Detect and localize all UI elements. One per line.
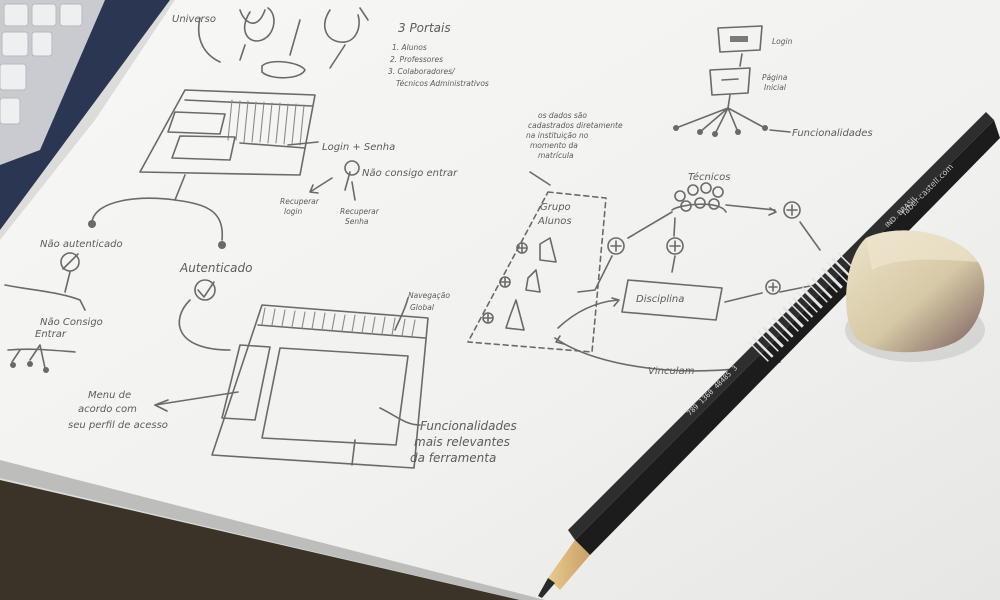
label-3-portais: 3 Portais bbox=[398, 21, 451, 35]
label-nao-autenticado: Não autenticado bbox=[40, 239, 123, 250]
label-pagina-inicial-2: Inicial bbox=[764, 83, 787, 92]
label-nao-consigo-2: Entrar bbox=[35, 329, 67, 340]
label-login-top: Login bbox=[772, 37, 793, 46]
label-dados-note-2: cadastrados diretamente bbox=[528, 121, 623, 130]
label-menu-1: Menu de bbox=[88, 390, 131, 401]
label-dados-note-5: matrícula bbox=[538, 151, 574, 160]
label-recuperar-senha-1: Recuperar bbox=[340, 207, 380, 216]
label-menu-2: acordo com bbox=[78, 404, 137, 415]
label-funcionalidades-2: mais relevantes bbox=[414, 435, 510, 449]
label-grupo: Grupo bbox=[540, 202, 571, 213]
eraser bbox=[845, 230, 985, 362]
label-tecnicos: Técnicos bbox=[688, 171, 730, 183]
portal-item-3: 3. Colaboradores/ bbox=[388, 67, 456, 76]
portal-item-1: 1. Alunos bbox=[392, 43, 427, 52]
label-funcionalidades-1: Funcionalidades bbox=[420, 419, 517, 433]
label-dados-note-4: momento da bbox=[530, 141, 578, 150]
label-nao-consigo-1: Não Consigo bbox=[40, 317, 103, 328]
label-nao-consigo-entrar: Não consigo entrar bbox=[362, 168, 458, 179]
label-dados-note-3: na instituição no bbox=[526, 131, 589, 140]
label-funcionalidades-3: da ferramenta bbox=[410, 451, 496, 465]
portal-item-2: 2. Professores bbox=[390, 55, 443, 64]
label-dados-note-1: os dados são bbox=[538, 111, 587, 120]
label-navegacao-2: Global bbox=[410, 303, 435, 312]
label-disciplina: Disciplina bbox=[636, 294, 684, 305]
label-funcionalidades-top: Funcionalidades bbox=[792, 128, 873, 139]
label-pagina-inicial-1: Página bbox=[762, 73, 788, 82]
label-login-senha: Login + Senha bbox=[322, 142, 395, 153]
label-menu-3: seu perfil de acesso bbox=[68, 420, 168, 431]
label-autenticado: Autenticado bbox=[179, 261, 252, 275]
label-universo: Universo bbox=[172, 14, 216, 25]
portal-item-4: Técnicos Administrativos bbox=[396, 79, 489, 88]
label-alunos: Alunos bbox=[537, 216, 572, 227]
label-recuperar-login-2: login bbox=[284, 207, 303, 216]
label-navegacao-1: Navegação bbox=[408, 291, 450, 300]
label-vinculam: Vinculam bbox=[648, 366, 695, 377]
label-recuperar-senha-2: Senha bbox=[345, 217, 369, 226]
label-recuperar-login-1: Recuperar bbox=[280, 197, 320, 206]
